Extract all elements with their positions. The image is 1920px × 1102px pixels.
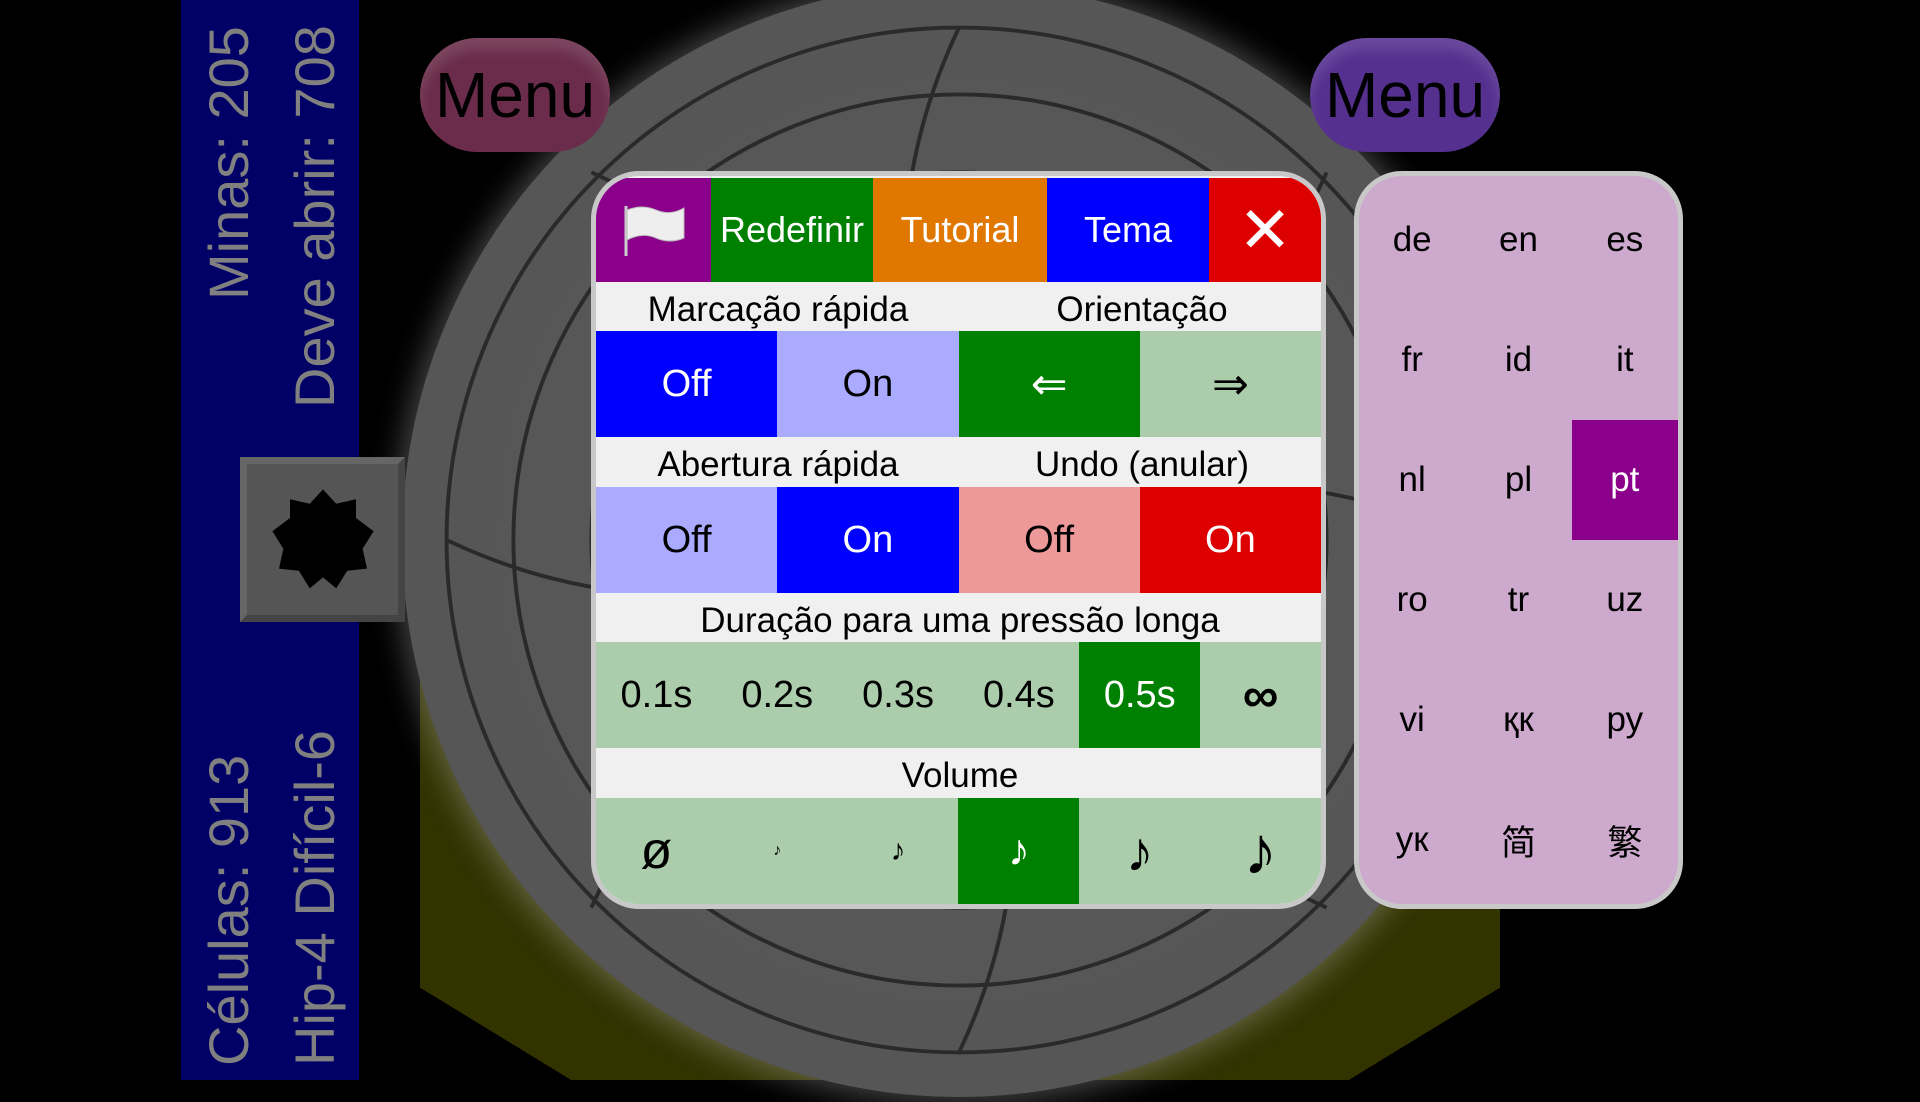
lang-fr[interactable]: fr	[1401, 340, 1423, 379]
volume-2[interactable]: ♪	[837, 798, 959, 904]
lang-vi[interactable]: vi	[1399, 700, 1425, 739]
orientation-left[interactable]: ⇐	[958, 331, 1140, 437]
mines-count: Minas: 205	[197, 26, 260, 300]
lang-uz[interactable]: uz	[1606, 580, 1644, 619]
long-press-0.2s[interactable]: 0.2s	[716, 642, 838, 748]
lang-kk[interactable]: қк	[1503, 700, 1534, 739]
note-icon: ♪	[1125, 819, 1154, 883]
long-press-infinite[interactable]: ∞	[1200, 642, 1321, 748]
volume-4[interactable]: ♪	[1079, 798, 1201, 904]
lang-pt[interactable]: pt	[1571, 420, 1678, 540]
reset-button[interactable]: Redefinir	[711, 178, 873, 282]
language-panel: de en es fr id it nl pl pt ro tr uz vi қ…	[1354, 171, 1683, 909]
long-press-0.1s[interactable]: 0.1s	[596, 642, 717, 748]
undo-on[interactable]: On	[1139, 487, 1321, 593]
lang-it[interactable]: it	[1616, 340, 1634, 379]
close-icon: ✕	[1238, 193, 1292, 266]
mine-icon	[271, 488, 374, 588]
quick-mark-on[interactable]: On	[777, 331, 959, 437]
volume-mute[interactable]: ø	[596, 798, 717, 904]
long-press-0.3s[interactable]: 0.3s	[837, 642, 959, 748]
lang-ro[interactable]: ro	[1396, 580, 1428, 619]
flag-button[interactable]	[596, 178, 711, 282]
lang-zh-hant[interactable]: 繁	[1607, 823, 1643, 863]
settings-panel: Redefinir Tutorial Tema ✕ Marcação rápid…	[591, 171, 1326, 909]
theme-button[interactable]: Tema	[1047, 178, 1209, 282]
lang-pl[interactable]: pl	[1504, 460, 1533, 499]
volume-5[interactable]: ♪	[1200, 798, 1321, 904]
undo-label: Undo (anular)	[1035, 445, 1249, 484]
note-icon: ♪	[1007, 826, 1030, 875]
lang-nl[interactable]: nl	[1398, 460, 1426, 499]
long-press-label: Duração para uma pressão longa	[700, 601, 1220, 640]
white-flag-icon	[624, 206, 684, 256]
lang-uk[interactable]: ук	[1395, 820, 1429, 859]
menu-button-left[interactable]: Menu	[420, 38, 610, 152]
quick-open-on[interactable]: On	[777, 487, 959, 593]
note-icon: ♪	[773, 842, 782, 859]
quick-open-label: Abertura rápida	[657, 445, 899, 484]
undo-off[interactable]: Off	[958, 487, 1140, 593]
tutorial-button[interactable]: Tutorial	[873, 178, 1047, 282]
lang-zh-hans[interactable]: 简	[1500, 823, 1536, 863]
lang-tr[interactable]: tr	[1507, 580, 1530, 619]
orientation-label: Orientação	[1056, 290, 1228, 329]
menu-button-right[interactable]: Menu	[1310, 38, 1500, 152]
note-icon: ♪	[1243, 813, 1278, 889]
lang-id[interactable]: id	[1504, 340, 1533, 379]
long-press-0.5s[interactable]: 0.5s	[1079, 642, 1201, 748]
volume-3[interactable]: ♪	[958, 798, 1080, 904]
volume-1[interactable]: ♪	[716, 798, 838, 904]
toolbar: Redefinir Tutorial Tema ✕	[596, 178, 1321, 282]
lang-ru[interactable]: ру	[1606, 700, 1644, 739]
quick-mark-label: Marcação rápida	[647, 290, 909, 329]
quick-open-off[interactable]: Off	[596, 487, 778, 593]
close-button[interactable]: ✕	[1209, 178, 1321, 282]
long-press-0.4s[interactable]: 0.4s	[958, 642, 1080, 748]
mode-label: Hip-4 Difícil-6	[283, 729, 346, 1066]
orientation-right[interactable]: ⇒	[1139, 331, 1321, 437]
lang-en[interactable]: en	[1499, 220, 1538, 259]
cells-count: Células: 913	[197, 754, 260, 1066]
note-icon: ♪	[890, 834, 906, 867]
mute-icon: ø	[640, 822, 673, 880]
to-open-count: Deve abrir: 708	[283, 25, 346, 408]
mine-toggle-button[interactable]	[240, 457, 405, 622]
lang-es[interactable]: es	[1606, 220, 1644, 259]
quick-mark-off[interactable]: Off	[596, 331, 778, 437]
volume-label: Volume	[901, 756, 1019, 795]
lang-de[interactable]: de	[1392, 220, 1432, 259]
